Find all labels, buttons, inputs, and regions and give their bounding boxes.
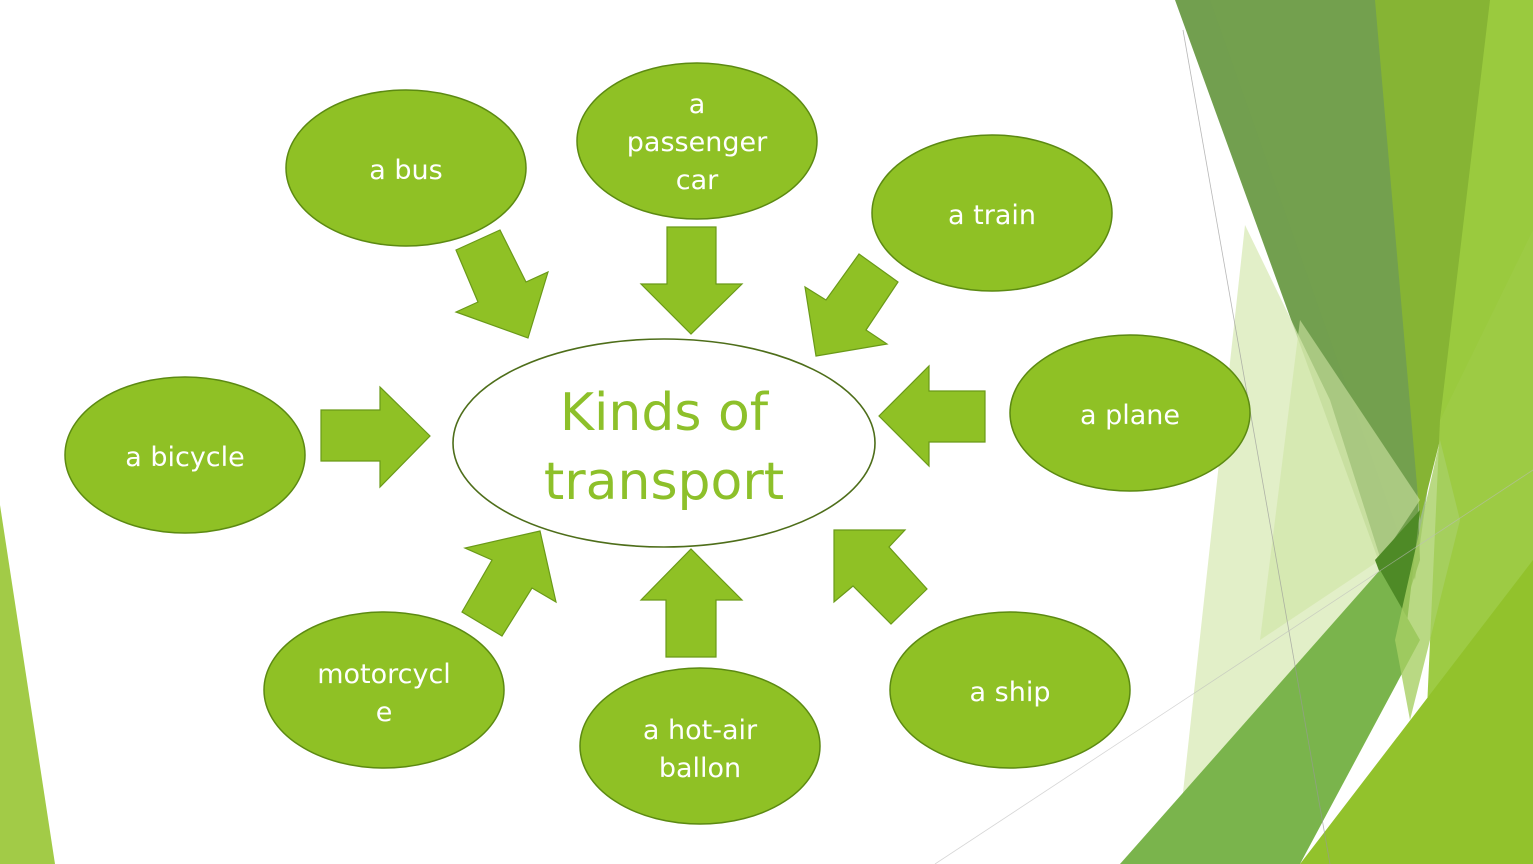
facet-green-bottom bbox=[1120, 570, 1420, 864]
node-passenger-car-label-1: a bbox=[689, 89, 706, 120]
decor-line-2 bbox=[934, 469, 1533, 864]
node-hot-air-balloon-label-2: ballon bbox=[659, 753, 741, 784]
node-motorcycle-label-2: e bbox=[376, 697, 393, 728]
node-ship-label: a ship bbox=[970, 677, 1051, 708]
node-passenger-car-label-2: passenger bbox=[627, 127, 768, 158]
arrow-from-ship-icon bbox=[833, 529, 928, 625]
node-passenger-car-ellipse bbox=[576, 62, 818, 220]
facet-olive bbox=[1375, 0, 1500, 520]
node-train-ellipse bbox=[871, 134, 1113, 292]
center-ellipse bbox=[452, 338, 876, 548]
arrow-from-plane-icon bbox=[878, 364, 986, 468]
node-bicycle: a bicycle bbox=[64, 376, 306, 534]
node-train: a train bbox=[871, 134, 1113, 292]
arrow-from-passenger-car-icon bbox=[639, 226, 744, 335]
node-bus-label: a bus bbox=[369, 155, 442, 186]
facet-light-lime bbox=[1395, 440, 1460, 720]
facet-lime-bottom bbox=[1300, 560, 1533, 864]
center-title-line-1: Kinds of bbox=[560, 383, 770, 443]
node-bicycle-label: a bicycle bbox=[125, 442, 245, 473]
node-bus-ellipse bbox=[285, 89, 527, 247]
node-ship-ellipse bbox=[889, 611, 1131, 769]
arrow-from-motorcycle-icon bbox=[461, 530, 557, 637]
arrow-from-bus-icon bbox=[454, 229, 549, 339]
node-hot-air-balloon-ellipse bbox=[579, 667, 821, 825]
node-passenger-car-label-3: car bbox=[676, 165, 719, 196]
node-hot-air-balloon-label-1: a hot-air bbox=[643, 715, 758, 746]
node-passenger-car: a passenger car bbox=[576, 62, 818, 220]
center-title-line-2: transport bbox=[544, 452, 784, 512]
arrows bbox=[320, 226, 986, 658]
node-plane-label: a plane bbox=[1080, 400, 1180, 431]
node-plane-ellipse bbox=[1009, 334, 1251, 492]
node-train-label: a train bbox=[948, 200, 1036, 231]
arrow-from-bicycle-icon bbox=[320, 385, 431, 489]
arrow-from-train-icon bbox=[804, 253, 899, 357]
node-bus: a bus bbox=[285, 89, 527, 247]
node-plane: a plane bbox=[1009, 334, 1251, 492]
center-node: Kinds of transport bbox=[452, 338, 876, 548]
facet-mid-green bbox=[1210, 0, 1440, 580]
facet-lime-top bbox=[1440, 0, 1533, 420]
node-hot-air-balloon: a hot-air ballon bbox=[579, 667, 821, 825]
decor-line-1 bbox=[1182, 29, 1331, 864]
node-motorcycle: motorcycl e bbox=[263, 611, 505, 769]
node-motorcycle-label-1: motorcycl bbox=[317, 659, 451, 690]
node-ship: a ship bbox=[889, 611, 1131, 769]
node-motorcycle-ellipse bbox=[263, 611, 505, 769]
node-bicycle-ellipse bbox=[64, 376, 306, 534]
arrow-from-balloon-icon bbox=[639, 548, 744, 658]
facet-left-lime bbox=[0, 505, 55, 864]
